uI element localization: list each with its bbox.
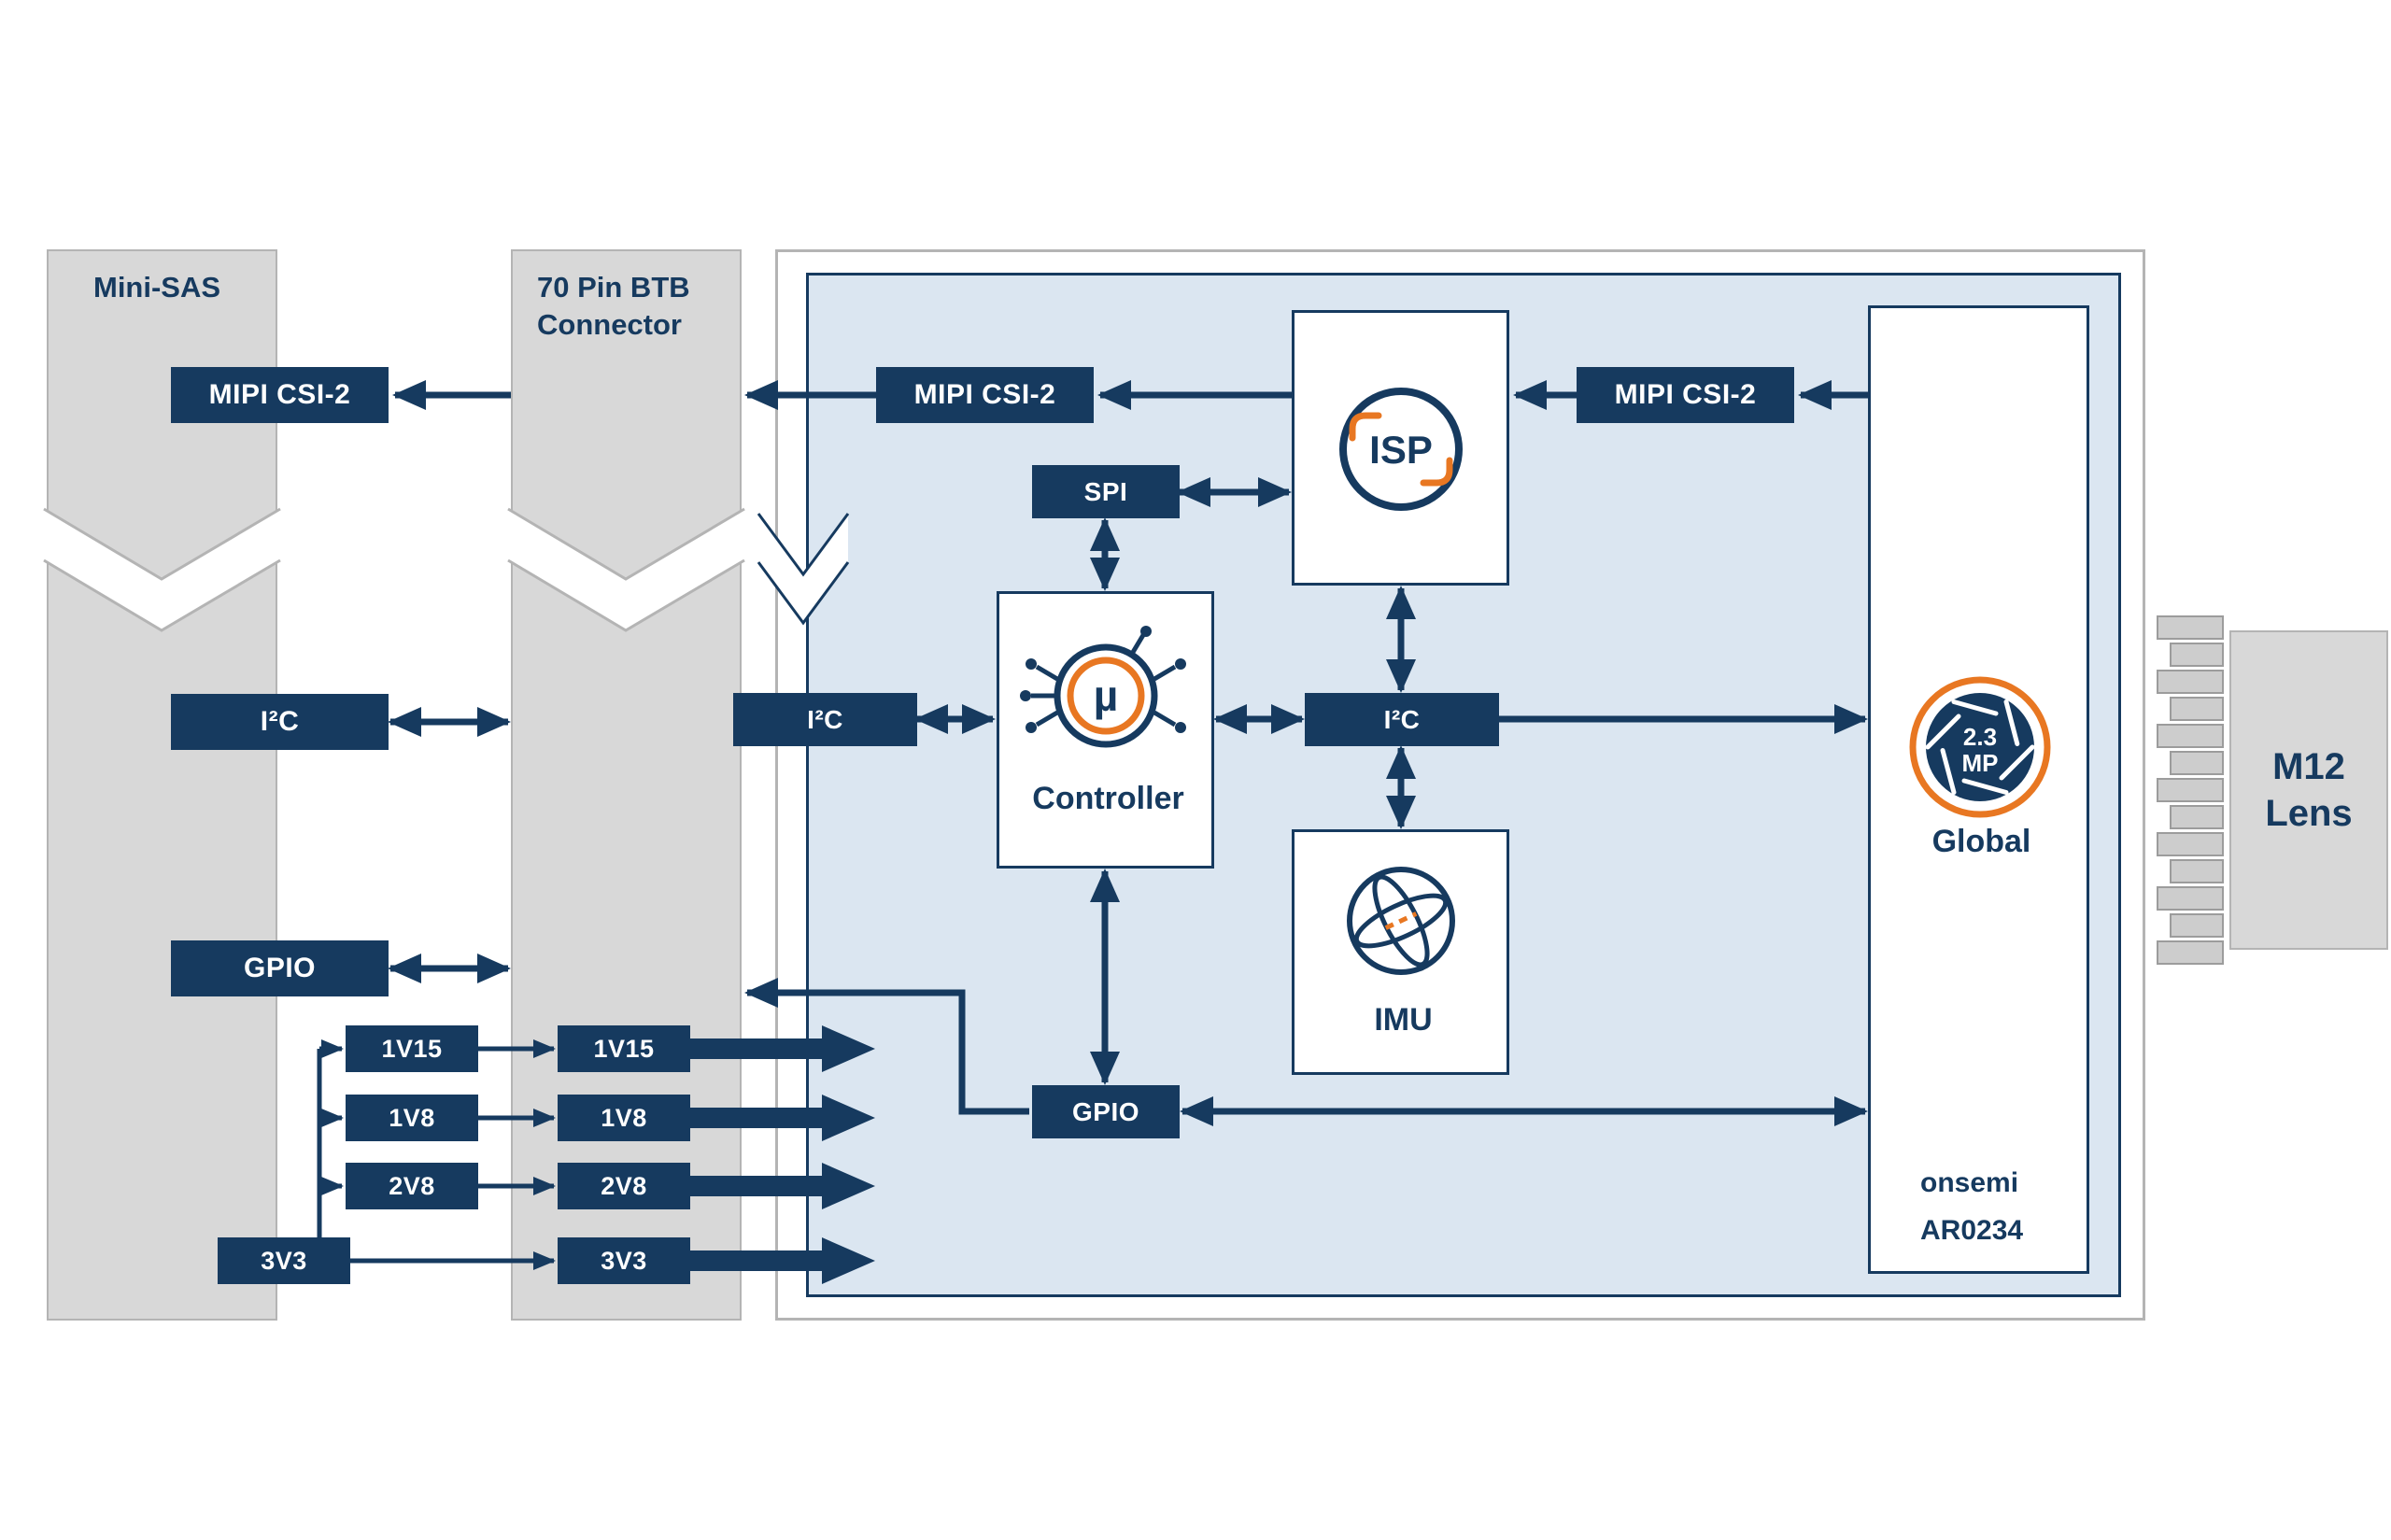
- break-minisas-fill: [44, 509, 280, 630]
- sensor-vendor: onsemi: [1920, 1167, 2019, 1198]
- btb-connector-column: [511, 249, 742, 1321]
- controller-label: Controller: [1032, 781, 1184, 816]
- sensor-part-number: AR0234: [1920, 1215, 2024, 1246]
- signal-wires: [388, 380, 1868, 1126]
- block-arrow-2v8: [690, 1163, 875, 1209]
- break-btb-edges: [507, 507, 745, 632]
- power-block-arrows: [690, 1025, 875, 1284]
- btb-title-line1: 70 Pin BTB: [537, 271, 690, 304]
- microcontroller-icon: µ: [1020, 626, 1186, 748]
- lens-label-line1: M12: [2272, 746, 2345, 787]
- minisas-2v8-chip: 2V8: [346, 1163, 478, 1209]
- mu-glyph: µ: [1094, 671, 1119, 720]
- power-wires: [317, 1039, 556, 1270]
- m12-lens-block: M12 Lens: [2229, 630, 2388, 950]
- controller-block: µ Controller: [997, 591, 1214, 869]
- break-marks: [43, 507, 850, 632]
- board-i2c-bus-chip: I²C: [1305, 693, 1499, 746]
- board-mipi-out-chip: MIPI CSI-2: [876, 367, 1094, 423]
- block-arrow-1v15: [690, 1025, 875, 1072]
- board-mipi-in-chip: MIPI CSI-2: [1577, 367, 1794, 423]
- minisas-3v3-chip: 3V3: [218, 1237, 350, 1284]
- minisas-gpio-chip: GPIO: [171, 940, 389, 996]
- sensor-shutter-label: Global: [1931, 824, 2031, 859]
- sensor-mp-bottom: MP: [1962, 749, 1999, 777]
- isp-icon: ISP: [1339, 388, 1463, 511]
- minisas-i2c-chip: I²C: [171, 694, 389, 750]
- gyroscope-icon: [1347, 867, 1455, 975]
- btb-2v8-chip: 2V8: [558, 1163, 690, 1209]
- btb-title-line2: Connector: [537, 308, 682, 342]
- minisas-1v15-chip: 1V15: [346, 1025, 478, 1072]
- board-spi-chip: SPI: [1032, 465, 1180, 518]
- isp-block: ISP: [1292, 310, 1509, 586]
- btb-3v3-chip: 3V3: [558, 1237, 690, 1284]
- isp-icon-label: ISP: [1369, 428, 1433, 472]
- lens-thread: [2157, 615, 2224, 965]
- break-btb-fill: [508, 509, 744, 630]
- block-arrow-1v8: [690, 1095, 875, 1141]
- mini-sas-title: Mini-SAS: [93, 271, 221, 304]
- minisas-1v8-chip: 1V8: [346, 1095, 478, 1141]
- aperture-icon: 2.3 MP: [1909, 676, 2051, 818]
- btb-1v8-chip: 1V8: [558, 1095, 690, 1141]
- board-gpio-chip: GPIO: [1032, 1085, 1180, 1138]
- btb-1v15-chip: 1V15: [558, 1025, 690, 1072]
- board-i2c-edge-chip: I²C: [733, 693, 917, 746]
- lens-label-line2: Lens: [2265, 793, 2353, 834]
- minisas-mipi-chip: MIPI CSI-2: [171, 367, 389, 423]
- break-board-edges: [757, 513, 850, 626]
- imu-label: IMU: [1374, 1002, 1433, 1038]
- break-board-fill: [758, 514, 848, 623]
- mini-sas-column: [47, 249, 277, 1321]
- arrow-gpio-board-to-btb: [744, 978, 1029, 1115]
- btb-title: 70 Pin BTB Connector: [537, 269, 690, 345]
- sensor-mp-top: 2.3: [1963, 723, 1997, 751]
- break-minisas-edges: [43, 507, 281, 632]
- block-arrow-3v3: [690, 1237, 875, 1284]
- sensor-block: 2.3 MP Global onsemi AR0234: [1868, 305, 2089, 1274]
- imu-block: IMU: [1292, 829, 1509, 1075]
